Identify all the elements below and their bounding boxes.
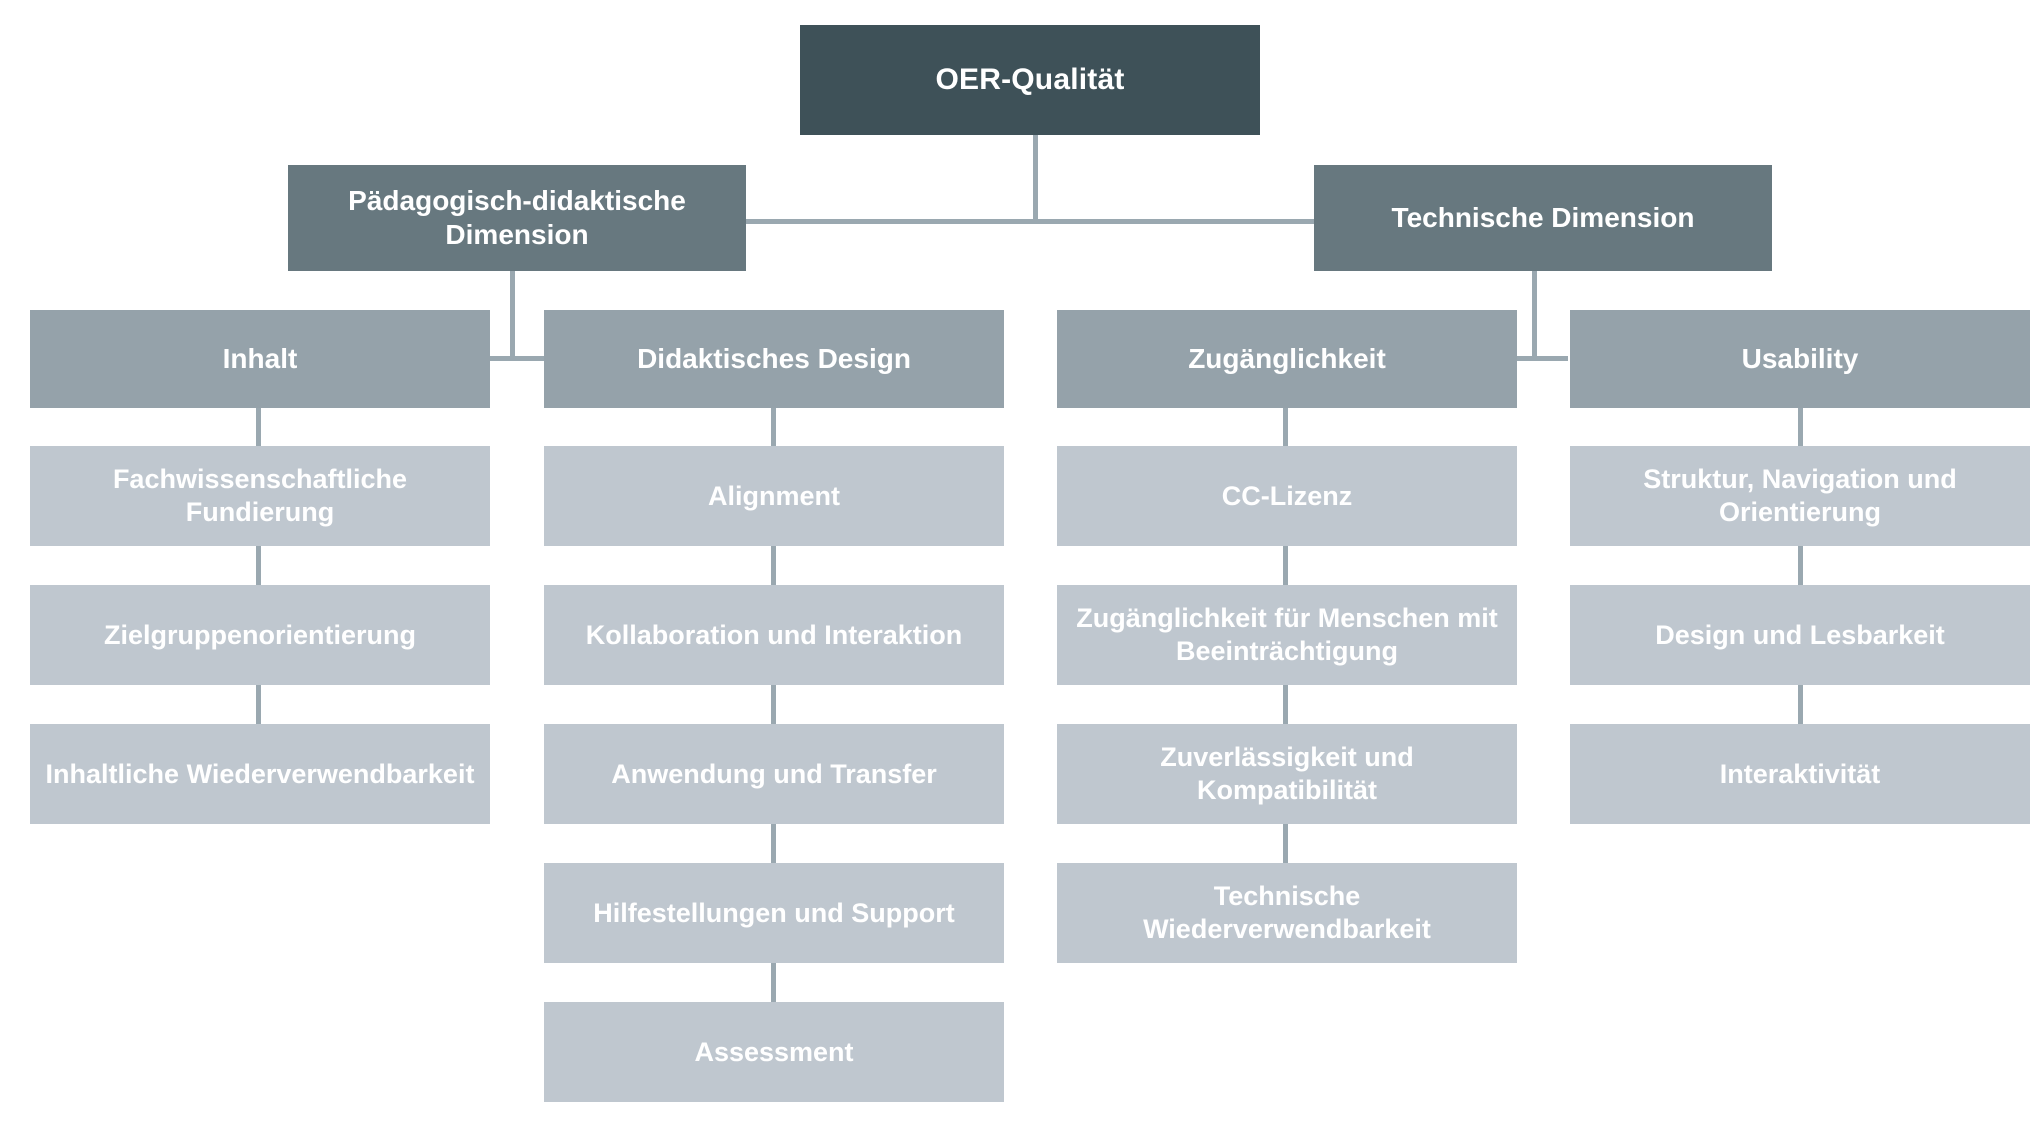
connector-didaktik-2	[771, 546, 776, 585]
connector-didaktik-4	[771, 824, 776, 863]
node-dimension-paedagogisch-didaktisch[interactable]: Pädagogisch-didaktische Dimension	[288, 165, 746, 271]
connector-root-stem	[1033, 134, 1038, 222]
node-criterion-assessment[interactable]: Assessment	[544, 1002, 1004, 1102]
connector-usability-3	[1798, 685, 1803, 724]
node-category-usability[interactable]: Usability	[1570, 310, 2030, 408]
node-criterion-zuverlaessigkeit-und-kompatibilitaet[interactable]: Zuverlässigkeit und Kompatibilität	[1057, 724, 1517, 824]
node-category-didaktisches-design[interactable]: Didaktisches Design	[544, 310, 1004, 408]
node-criterion-hilfestellungen-und-support[interactable]: Hilfestellungen und Support	[544, 863, 1004, 963]
connector-dim-left-stem-down	[510, 270, 515, 360]
connector-inhalt-2	[256, 546, 261, 585]
node-category-inhalt[interactable]: Inhalt	[30, 310, 490, 408]
node-criterion-zugaenglichkeit-fuer-menschen-mit-beeintraechtigung[interactable]: Zugänglichkeit für Menschen mit Beeinträ…	[1057, 585, 1517, 685]
node-category-zugaenglichkeit[interactable]: Zugänglichkeit	[1057, 310, 1517, 408]
connector-category-bus-right	[1508, 356, 1568, 361]
connector-dim-right-stem-down	[1532, 270, 1537, 360]
connector-inhalt-1	[256, 407, 261, 446]
connector-root-bus	[512, 219, 1318, 224]
node-criterion-design-und-lesbarkeit[interactable]: Design und Lesbarkeit	[1570, 585, 2030, 685]
node-criterion-fachwissenschaftliche-fundierung[interactable]: Fachwissenschaftliche Fundierung	[30, 446, 490, 546]
node-criterion-alignment[interactable]: Alignment	[544, 446, 1004, 546]
connector-usability-2	[1798, 546, 1803, 585]
node-criterion-cc-lizenz[interactable]: CC-Lizenz	[1057, 446, 1517, 546]
connector-didaktik-3	[771, 685, 776, 724]
connector-category-bus-left	[487, 356, 547, 361]
node-criterion-struktur-navigation-und-orientierung[interactable]: Struktur, Navigation und Orientierung	[1570, 446, 2030, 546]
connector-didaktik-1	[771, 407, 776, 446]
node-criterion-anwendung-und-transfer[interactable]: Anwendung und Transfer	[544, 724, 1004, 824]
connector-inhalt-3	[256, 685, 261, 724]
connector-usability-1	[1798, 407, 1803, 446]
node-criterion-technische-wiederverwendbarkeit[interactable]: Technische Wiederverwendbarkeit	[1057, 863, 1517, 963]
node-criterion-inhaltliche-wiederverwendbarkeit[interactable]: Inhaltliche Wiederverwendbarkeit	[30, 724, 490, 824]
node-criterion-zielgruppenorientierung[interactable]: Zielgruppenorientierung	[30, 585, 490, 685]
connector-didaktik-5	[771, 963, 776, 1002]
node-dimension-technische[interactable]: Technische Dimension	[1314, 165, 1772, 271]
connector-zugang-4	[1283, 824, 1288, 863]
connector-zugang-2	[1283, 546, 1288, 585]
node-criterion-kollaboration-und-interaktion[interactable]: Kollaboration und Interaktion	[544, 585, 1004, 685]
node-criterion-interaktivitaet[interactable]: Interaktivität	[1570, 724, 2030, 824]
node-root-oer-qualitaet[interactable]: OER-Qualität	[800, 25, 1260, 135]
connector-zugang-3	[1283, 685, 1288, 724]
connector-zugang-1	[1283, 407, 1288, 446]
